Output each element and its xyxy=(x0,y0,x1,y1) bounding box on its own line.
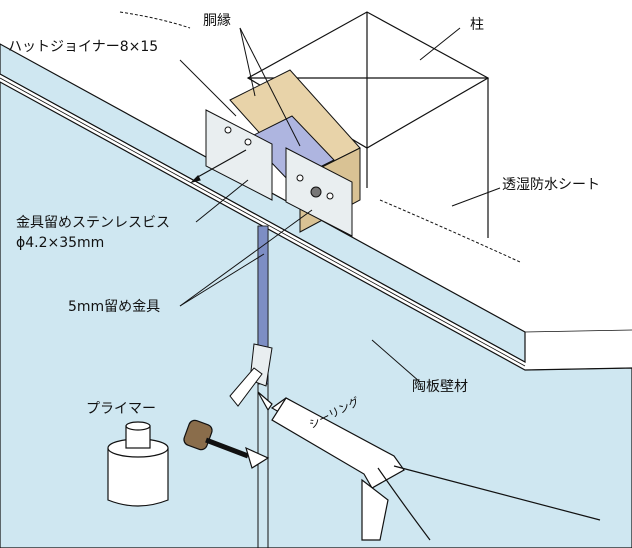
joint-lines xyxy=(0,73,632,371)
primer-brush xyxy=(183,419,270,469)
primer-can xyxy=(107,421,169,507)
label-hat-joiner: ハットジョイナー8×15 xyxy=(8,39,159,55)
label-column: 柱 xyxy=(470,17,484,33)
clip-plate-right xyxy=(285,147,353,237)
clip-plate-left xyxy=(205,109,273,201)
moisture-barrier-sheet xyxy=(119,11,521,263)
caulk-gun xyxy=(257,391,601,541)
stainless-screw xyxy=(190,149,247,184)
label-screw-line2: ϕ4.2×35mm xyxy=(16,235,105,251)
label-panel: 陶板壁材 xyxy=(412,379,468,395)
spatula xyxy=(229,343,273,407)
leader-lines xyxy=(179,27,501,383)
label-clip: 5mm留め金具 xyxy=(68,299,161,315)
label-primer: プライマー xyxy=(86,401,156,417)
label-moisture-sheet: 透湿防水シート xyxy=(502,177,600,193)
ceramic-wall-panel xyxy=(0,81,632,548)
label-furring-strip: 胴縁 xyxy=(203,13,231,29)
label-screw-line1: 金具留めステンレスビス xyxy=(16,215,170,231)
